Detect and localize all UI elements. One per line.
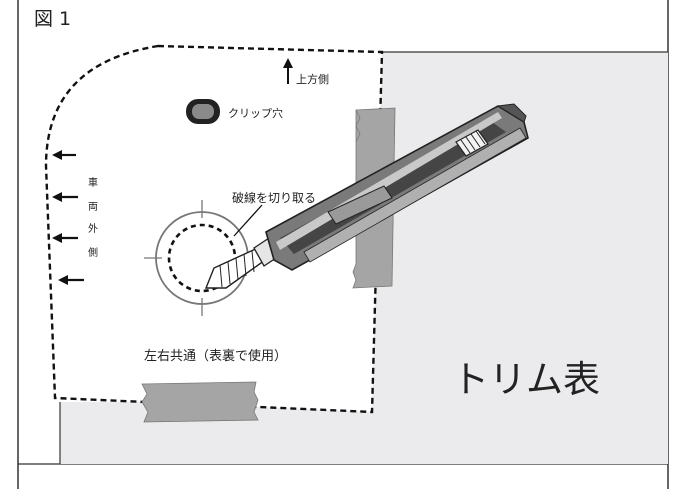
tape-vertical-torn-edge [355,109,361,143]
common-note-label: 左右共通（表裏で使用） [144,348,287,364]
clip-hole-icon [186,99,220,124]
up-arrow-icon [283,58,293,84]
outside-char-3: 外 [88,223,98,235]
cut-instruction-label: 破線を切り取る [232,190,316,205]
tape-bottom [141,381,259,423]
clip-hole-label: クリップ穴 [228,106,283,120]
outside-char-1: 車 [88,176,98,189]
cut-pointer-line [233,204,263,237]
cutter-knife-icon [204,103,529,289]
figure-label: 図 1 [34,8,71,30]
trim-panel [60,52,668,464]
upper-side-label: 上方側 [296,72,329,86]
left-arrows-icon [52,150,84,285]
outside-char-4: 側 [88,246,98,259]
paper-template [46,46,382,412]
trim-face-label: トリム表 [452,358,600,401]
template-dashed-outline [44,44,384,414]
outside-char-2: 両 [88,202,98,213]
